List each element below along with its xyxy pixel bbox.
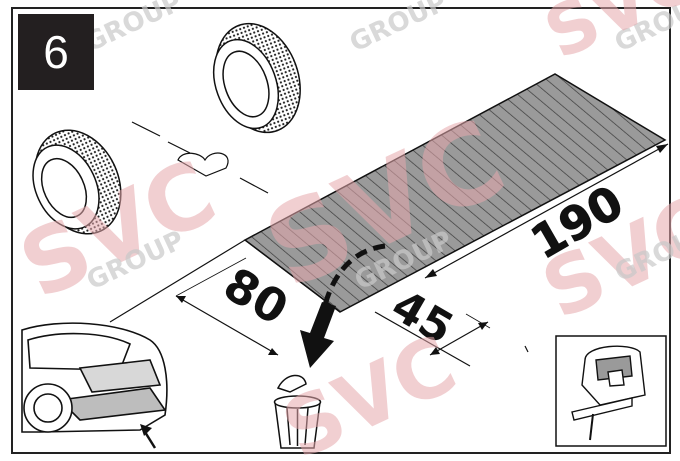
watermark-brand: SVC <box>269 318 470 461</box>
car-rear-icon <box>22 323 167 432</box>
arrow-down-icon <box>300 302 336 368</box>
tire-icon <box>201 12 314 145</box>
tick-mark <box>525 346 528 352</box>
arrow-up-icon <box>140 424 155 448</box>
step-number: 6 <box>43 25 69 79</box>
step-number-badge: 6 <box>18 14 94 90</box>
jigsaw-inset <box>556 336 666 446</box>
